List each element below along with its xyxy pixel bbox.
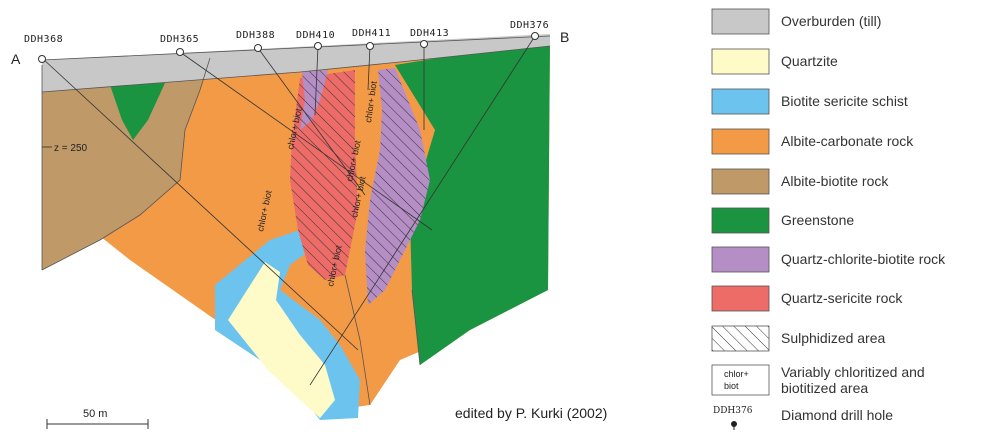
legend-item: Albite-biotite rock (712, 169, 889, 194)
legend-swatch (712, 247, 769, 272)
drill-hole-label: DDH388 (236, 30, 275, 41)
chlor-box-line2: biot (724, 381, 739, 391)
drill-hole-label: DDH413 (410, 28, 449, 39)
legend-item: Biotite sericite schist (712, 89, 908, 114)
legend-swatch (712, 9, 769, 34)
legend-swatch (712, 49, 769, 74)
legend-swatch (712, 129, 769, 154)
drill-hole-label: DDH365 (160, 34, 199, 45)
legend-label: Sulphidized area (781, 330, 886, 346)
legend-label: Biotite sericite schist (781, 93, 908, 109)
legend-label: biotitized area (781, 380, 868, 396)
legend-label: Quartzite (781, 53, 838, 69)
section-end-a: A (11, 51, 21, 67)
legend: Overburden (till) Quartzite Biotite seri… (712, 9, 946, 430)
legend-label: Quartz-chlorite-biotite rock (781, 251, 946, 267)
legend-item: Quartz-sericite rock (712, 286, 903, 311)
scale-bar: 50 m (47, 408, 148, 429)
legend-item: Quartz-chlorite-biotite rock (712, 247, 946, 272)
collar-ddh368 (39, 56, 46, 63)
figure-credit: edited by P. Kurki (2002) (455, 405, 607, 421)
legend-swatch (712, 208, 769, 233)
legend-item: Sulphidized area (712, 326, 886, 351)
legend-label: Greenstone (781, 212, 854, 228)
legend-label: Overburden (till) (781, 13, 881, 29)
drill-hole-label: DDH368 (24, 34, 63, 45)
drill-hole-label: DDH376 (510, 20, 549, 31)
collar-ddh376 (532, 33, 539, 40)
legend-swatch (712, 286, 769, 311)
legend-item-chlor-biot: chlor+ biot Variably chloritized and bio… (712, 364, 925, 396)
legend-swatch (712, 89, 769, 114)
legend-item: Greenstone (712, 208, 854, 233)
drill-hole-code: DDH376 (713, 406, 753, 416)
legend-label: Albite-carbonate rock (781, 133, 914, 149)
collar-ddh388 (255, 45, 262, 52)
scale-bar-label: 50 m (83, 408, 107, 420)
legend-label: Variably chloritized and (781, 364, 925, 380)
collar-ddh411 (367, 43, 374, 50)
legend-swatch-hatched (712, 326, 769, 351)
legend-item-drill-hole: DDH376 Diamond drill hole (713, 406, 893, 430)
drill-hole-label: DDH410 (296, 30, 335, 41)
legend-label: Albite-biotite rock (781, 173, 889, 189)
depth-marker: z = 250 (54, 143, 88, 154)
collar-ddh410 (315, 43, 322, 50)
legend-swatch (712, 169, 769, 194)
collar-ddh413 (421, 41, 428, 48)
legend-label: Quartz-sericite rock (781, 290, 903, 306)
legend-item: Albite-carbonate rock (712, 129, 914, 154)
drill-hole-label: DDH411 (352, 28, 391, 39)
section-end-b: B (560, 29, 569, 45)
collar-ddh365 (177, 49, 184, 56)
cross-section: A B DDH368 DDH365 DDH388 DDH410 DDH411 D… (11, 20, 607, 429)
chlor-box-line1: chlor+ (724, 369, 749, 379)
legend-item: Overburden (till) (712, 9, 881, 34)
legend-label: Diamond drill hole (781, 407, 893, 423)
legend-item: Quartzite (712, 49, 838, 74)
